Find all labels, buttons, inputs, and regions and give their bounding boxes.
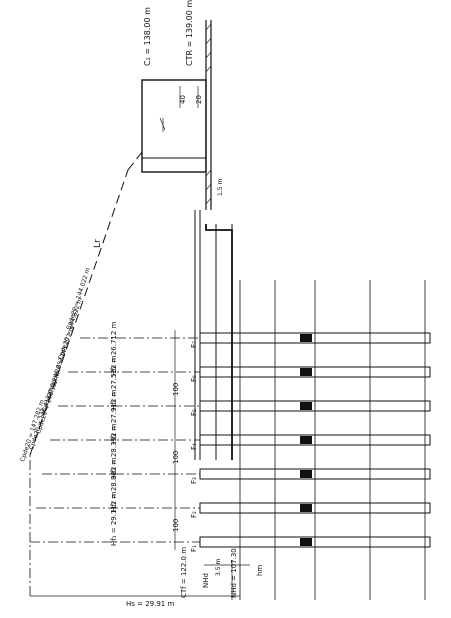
flap-label-2: F₆ bbox=[190, 375, 198, 382]
flap-label-6: F₂ bbox=[190, 511, 198, 518]
pipe-3 bbox=[199, 400, 431, 412]
level-nhd-left: NHd bbox=[202, 573, 210, 588]
line-label: Lr bbox=[93, 239, 103, 248]
base-dimension bbox=[30, 560, 250, 600]
height-4: Hf₄ = 27.912 m bbox=[110, 389, 118, 444]
dim-hm: hm bbox=[256, 565, 264, 576]
height-2: Hf₂ = 28.882 m bbox=[110, 457, 118, 512]
level-nhd: NHd = 107.30 bbox=[230, 548, 238, 598]
dim-3-5: 3.5 m bbox=[215, 559, 222, 576]
leaders bbox=[30, 330, 200, 550]
height-6: Hf₆ = 26.712 m bbox=[110, 321, 118, 376]
height-1: Hf₁ = 29.112 m bbox=[110, 491, 118, 546]
dim-100-c: 100 bbox=[172, 519, 180, 532]
flap-label-3: F₅ bbox=[190, 409, 198, 416]
level-ct-bottom: CTf = 122.0 m bbox=[180, 547, 188, 598]
level-ctr: CTR = 139.00 m bbox=[185, 0, 194, 66]
level-hs-base: Hs = 29.91 m bbox=[126, 600, 174, 608]
height-5: Hf₅ = 27.522 m bbox=[110, 355, 118, 410]
tank-structure bbox=[141, 20, 212, 210]
ground-lines bbox=[239, 280, 426, 600]
flap-label-1: F₇ bbox=[190, 341, 198, 348]
dim-100-b: 100 bbox=[172, 451, 180, 464]
dim-20: 20 bbox=[195, 95, 203, 104]
level-top-c2: C₂ = 138.00 m bbox=[143, 7, 152, 66]
flap-label-7: F₁ bbox=[190, 545, 198, 552]
flap-label-4: F₄ bbox=[190, 443, 198, 450]
pipe-1 bbox=[199, 332, 431, 344]
flap-label-5: F₃ bbox=[190, 477, 198, 484]
shaft bbox=[194, 210, 233, 460]
energy-line bbox=[29, 151, 143, 596]
dim-1-5: 1.5 m bbox=[217, 179, 224, 196]
pipe-6 bbox=[199, 502, 431, 514]
height-3: Hf₃ = 28.352 m bbox=[110, 423, 118, 478]
dim-100-a: 100 bbox=[172, 383, 180, 396]
dim-40: 40 bbox=[179, 95, 187, 104]
